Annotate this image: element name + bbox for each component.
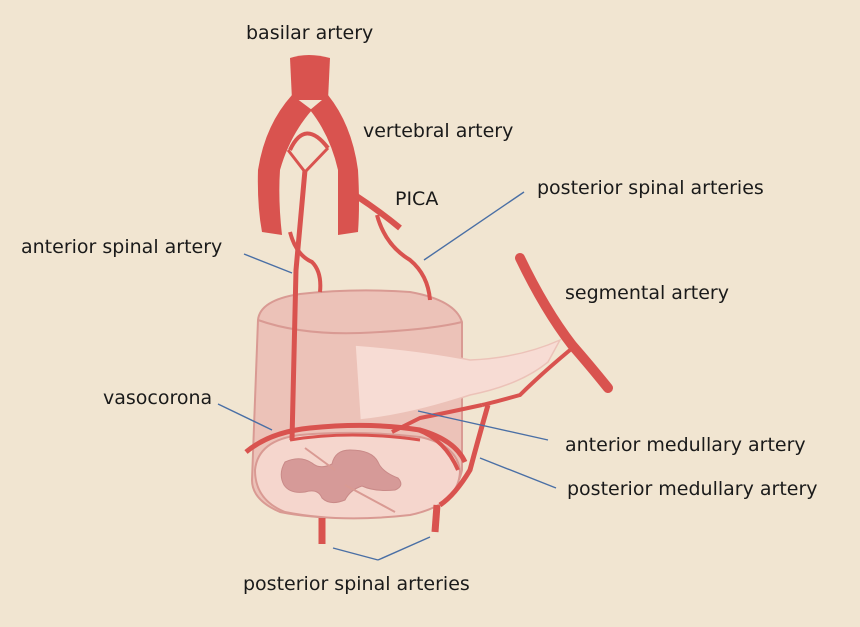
vertebral-cross-right xyxy=(303,146,330,174)
vertebral-loop xyxy=(288,131,330,151)
leader-anterior-medullary xyxy=(417,410,549,441)
label-posterior-spinal-arteries-bottom: posterior spinal arteries xyxy=(243,573,470,595)
segmental-branch xyxy=(481,348,572,407)
vertebral-cross-left xyxy=(286,149,307,173)
vertebral-artery-left xyxy=(257,95,312,235)
basilar-artery xyxy=(290,55,330,100)
posterior-spinal-branch-right xyxy=(375,214,432,301)
segmental-artery-vessel xyxy=(515,253,613,393)
pica-vessel xyxy=(353,192,402,231)
label-anterior-medullary-artery: anterior medullary artery xyxy=(565,434,806,456)
grey-matter xyxy=(280,449,402,504)
leader-anterior-spinal xyxy=(243,253,293,274)
label-posterior-medullary-artery: posterior medullary artery xyxy=(567,478,818,500)
posterior-spinal-branch-left xyxy=(288,231,323,293)
spinal-cord xyxy=(250,289,463,520)
anterior-median-fissure xyxy=(304,447,336,471)
leader-lines xyxy=(217,191,557,561)
posterior-spinal-stub-right xyxy=(431,504,441,533)
leader-posterior-spinal-top xyxy=(423,191,525,261)
anterior-medullary-artery-vessel xyxy=(391,403,483,434)
vertebrobasilar-system xyxy=(257,55,359,235)
spinal-nerve-root xyxy=(354,338,562,421)
label-anterior-spinal-artery: anterior spinal artery xyxy=(21,236,223,258)
label-vertebral-artery: vertebral artery xyxy=(363,120,514,142)
leader-vasocorona xyxy=(217,403,273,431)
vertebral-artery-right xyxy=(310,95,359,235)
label-pica: PICA xyxy=(395,188,439,210)
vasocorona-ring xyxy=(244,422,468,464)
leader-posterior-spinal-bottom-right xyxy=(377,536,431,561)
label-vasocorona: vasocorona xyxy=(103,387,213,409)
label-segmental-artery: segmental artery xyxy=(565,282,729,304)
posterior-median-septum xyxy=(344,484,396,513)
posterior-medullary-artery-vessel xyxy=(438,404,491,508)
leader-posterior-spinal-bottom-left xyxy=(332,547,379,561)
leader-posterior-medullary xyxy=(479,457,557,489)
label-posterior-spinal-arteries-top: posterior spinal arteries xyxy=(537,177,764,199)
anterior-spinal-artery-vessel xyxy=(289,169,308,441)
label-basilar-artery: basilar artery xyxy=(246,22,374,44)
cord-top-rim xyxy=(257,319,463,335)
posterior-medullary-loop xyxy=(417,428,460,471)
vasocorona-ring-inner xyxy=(289,433,421,442)
